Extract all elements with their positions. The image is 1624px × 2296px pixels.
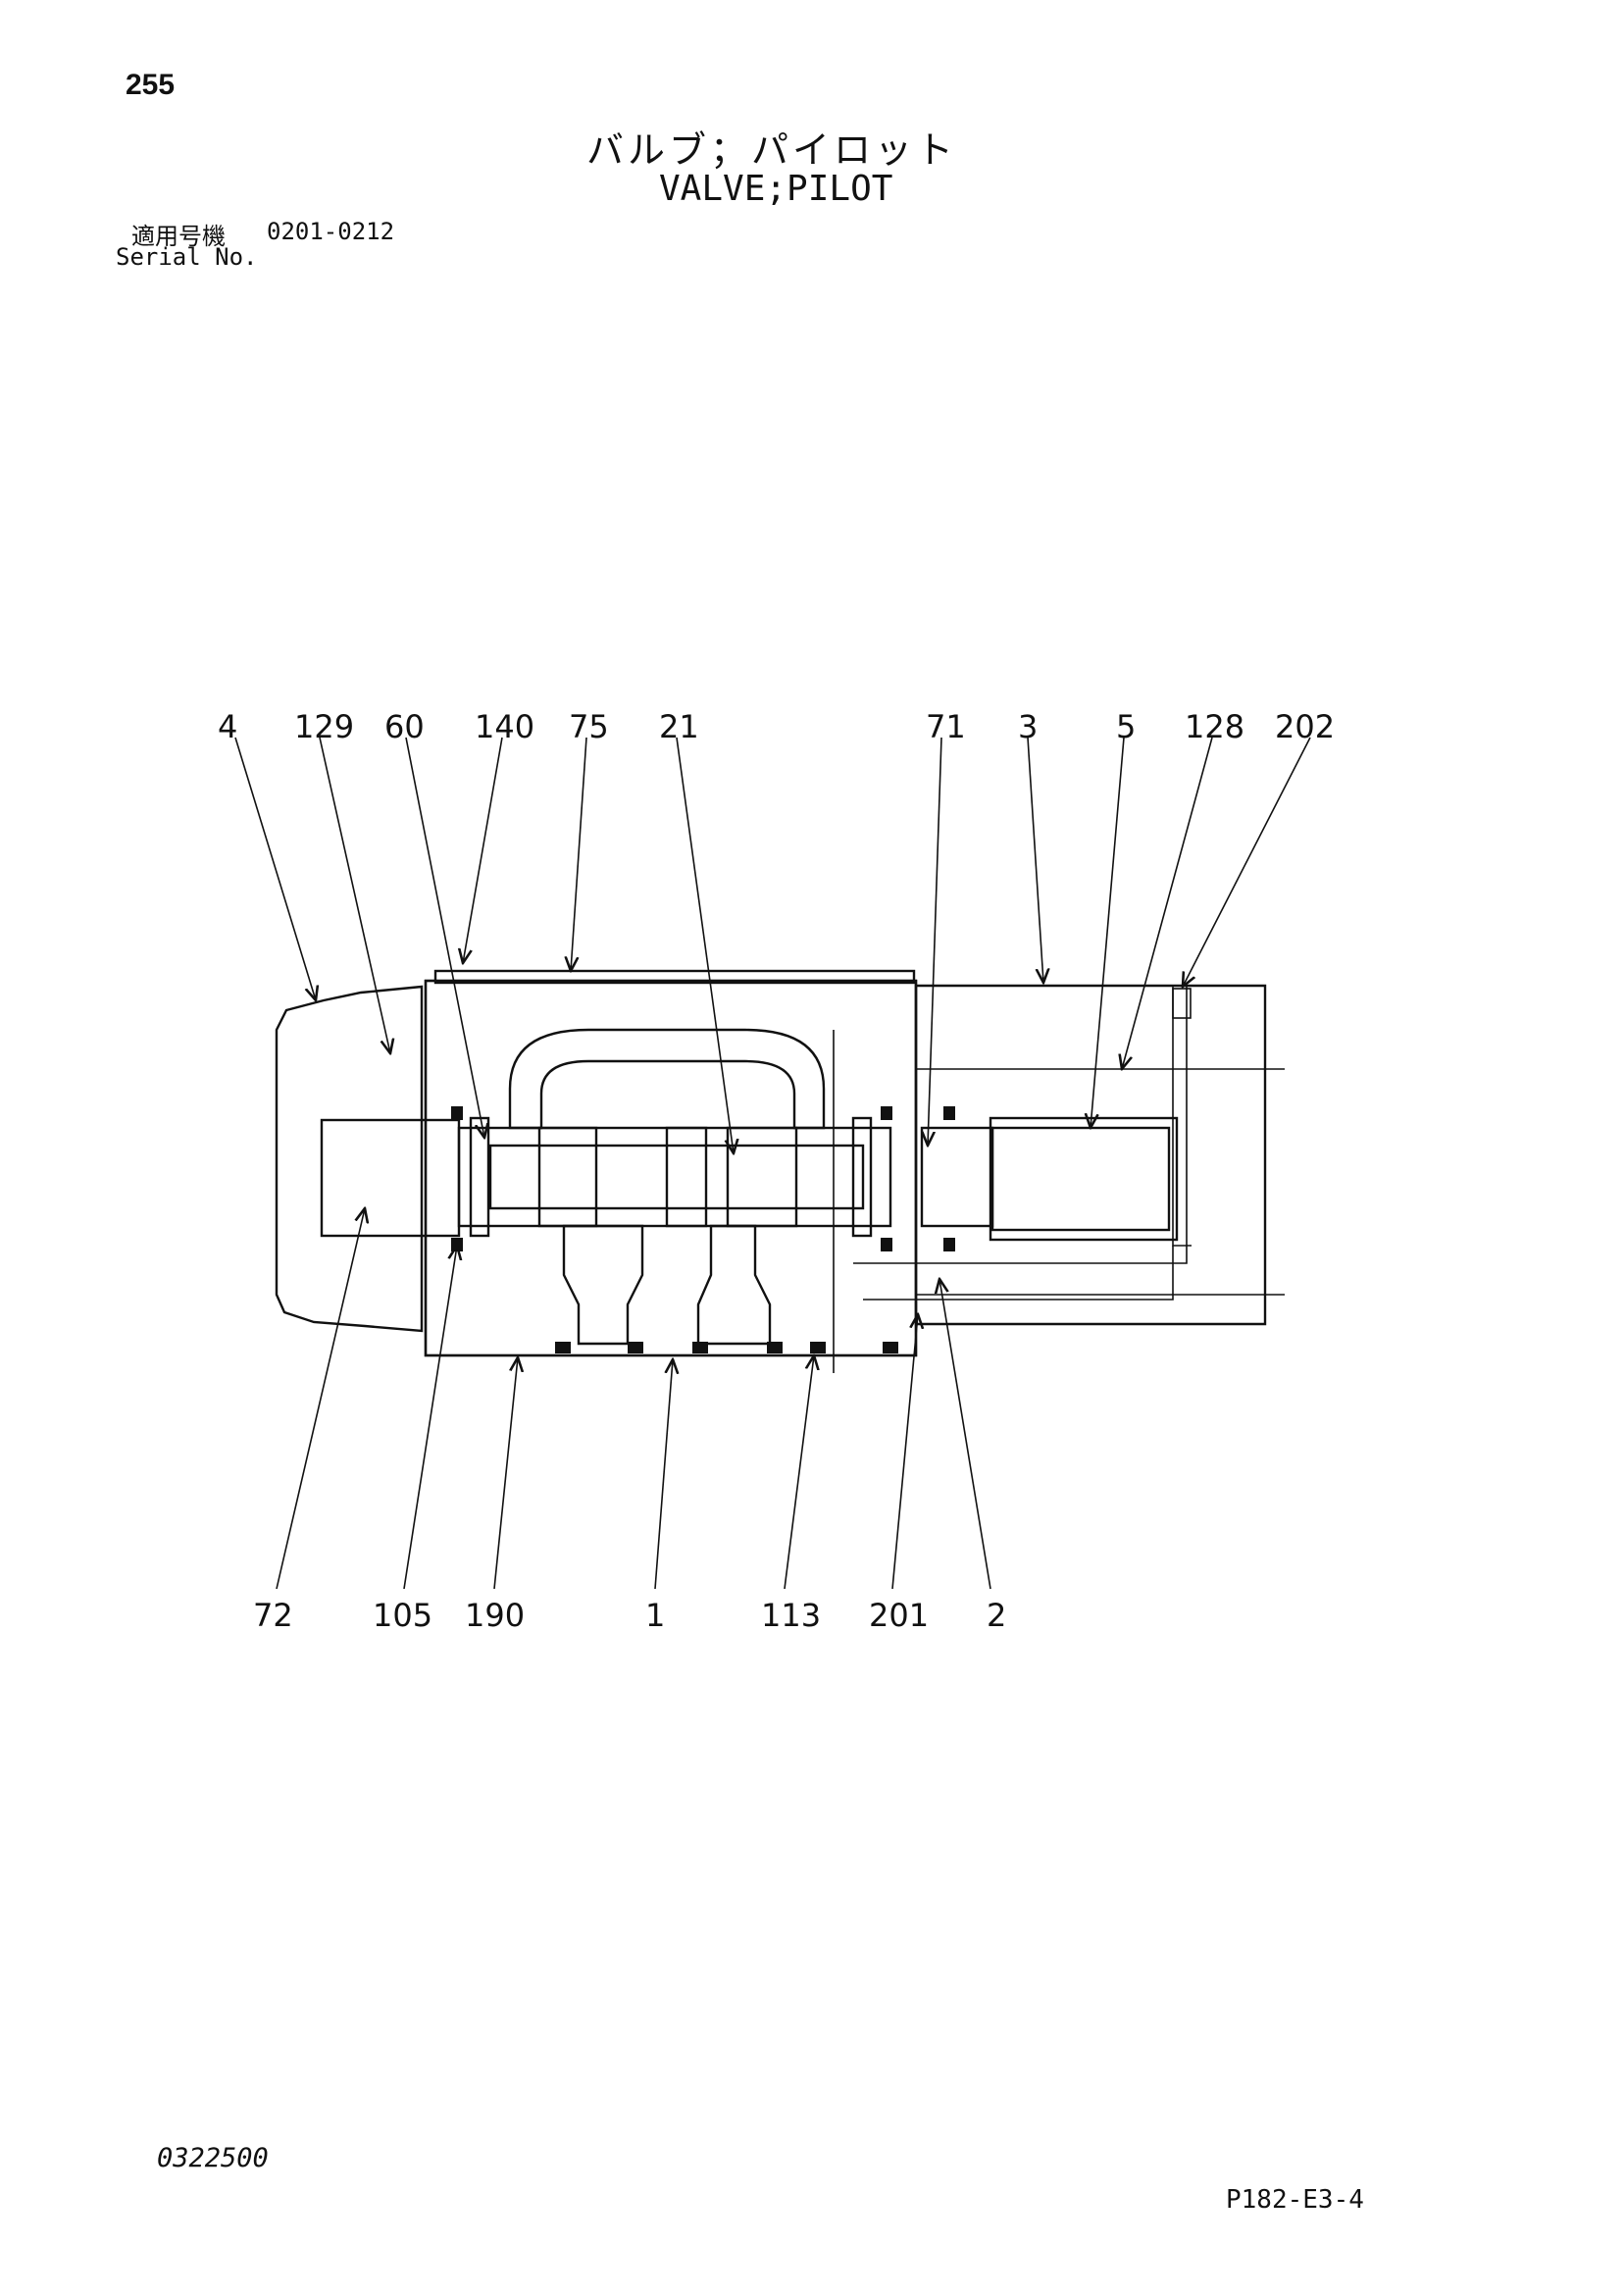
right-body (853, 984, 1267, 1326)
serial-range: 0201-0212 (267, 218, 395, 245)
title-japanese: バルブ；パイロット (586, 128, 958, 172)
title-english: VALVE;PILOT (659, 169, 893, 209)
center-body (424, 979, 918, 1357)
cover-plate (433, 969, 916, 985)
callout-top: 3 (1018, 708, 1038, 745)
left-cap (275, 985, 461, 1333)
callout-top: 129 (294, 708, 354, 745)
spool (469, 1116, 873, 1238)
serial-label-japanese: 適用号機 (131, 223, 226, 250)
plunger (990, 1126, 1171, 1232)
callout-bottom: 113 (761, 1597, 821, 1634)
callout-bottom: 1 (645, 1597, 665, 1634)
callout-top: 202 (1275, 708, 1335, 745)
callout-bottom: 72 (253, 1597, 293, 1634)
callout-labels: 4 129 60 140 75 21 71 3 5 128 202 72 105… (218, 708, 1335, 1634)
seals (451, 1106, 955, 1353)
serial-label-english: Serial No. (116, 243, 258, 271)
callout-top: 4 (218, 708, 237, 745)
document-code: 0322500 (157, 2143, 269, 2173)
callout-bottom: 105 (373, 1597, 432, 1634)
callout-top: 140 (475, 708, 534, 745)
page-code: P182-E3-4 (1226, 2185, 1364, 2215)
callout-bottom: 201 (869, 1597, 929, 1634)
callout-bottom: 190 (465, 1597, 525, 1634)
callout-top: 21 (659, 708, 699, 745)
callout-top: 5 (1116, 708, 1136, 745)
page-number: 255 (126, 69, 176, 101)
callout-top: 128 (1185, 708, 1244, 745)
callout-top: 71 (926, 708, 966, 745)
leader-lines (234, 737, 1311, 1590)
callout-bottom: 2 (987, 1597, 1006, 1634)
callout-top: 60 (384, 708, 425, 745)
callout-top: 75 (569, 708, 609, 745)
